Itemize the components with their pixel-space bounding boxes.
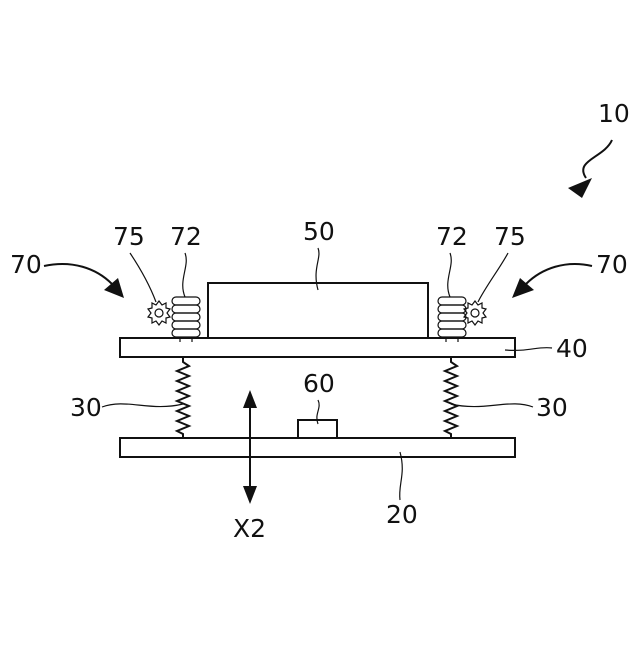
label-screw-right: 72 — [436, 222, 468, 251]
leader-screw-left — [183, 253, 187, 297]
leader-spring-right — [451, 404, 533, 407]
device-arrow — [583, 140, 612, 178]
leader-screw-right — [448, 253, 452, 297]
label-gear-left: 75 — [113, 222, 145, 251]
leader-gear-left — [130, 253, 156, 302]
top-plate — [120, 338, 515, 357]
label-gear-right: 75 — [494, 222, 526, 251]
base-plate — [120, 438, 515, 457]
label-base-plate: 20 — [386, 500, 418, 529]
label-screw-left: 72 — [170, 222, 202, 251]
gear-right — [464, 301, 486, 325]
screw-left — [172, 297, 200, 342]
label-component: 50 — [303, 217, 335, 246]
direction-arrowhead-up — [243, 390, 257, 408]
adjuster-right-arrow — [526, 264, 592, 284]
label-top-plate: 40 — [556, 334, 588, 363]
spring-left — [177, 357, 189, 438]
leader-spring-left — [102, 404, 183, 407]
leader-base-plate — [400, 452, 403, 500]
adjuster-left-arrow — [44, 264, 112, 284]
label-adjuster-left: 70 — [10, 250, 42, 279]
component-block — [208, 283, 428, 338]
label-spring-left: 30 — [70, 393, 102, 422]
leader-gear-right — [478, 253, 508, 302]
label-device: 10 — [598, 99, 630, 128]
label-sensor: 60 — [303, 369, 335, 398]
direction-arrowhead-down — [243, 486, 257, 504]
label-direction: X2 — [233, 514, 266, 543]
gear-left — [148, 301, 170, 325]
screw-right — [438, 297, 466, 342]
spring-right — [445, 357, 457, 438]
device-arrowhead — [568, 178, 592, 198]
label-spring-right: 30 — [536, 393, 568, 422]
label-adjuster-right: 70 — [596, 250, 628, 279]
adjuster-left-arrowhead — [104, 278, 124, 298]
